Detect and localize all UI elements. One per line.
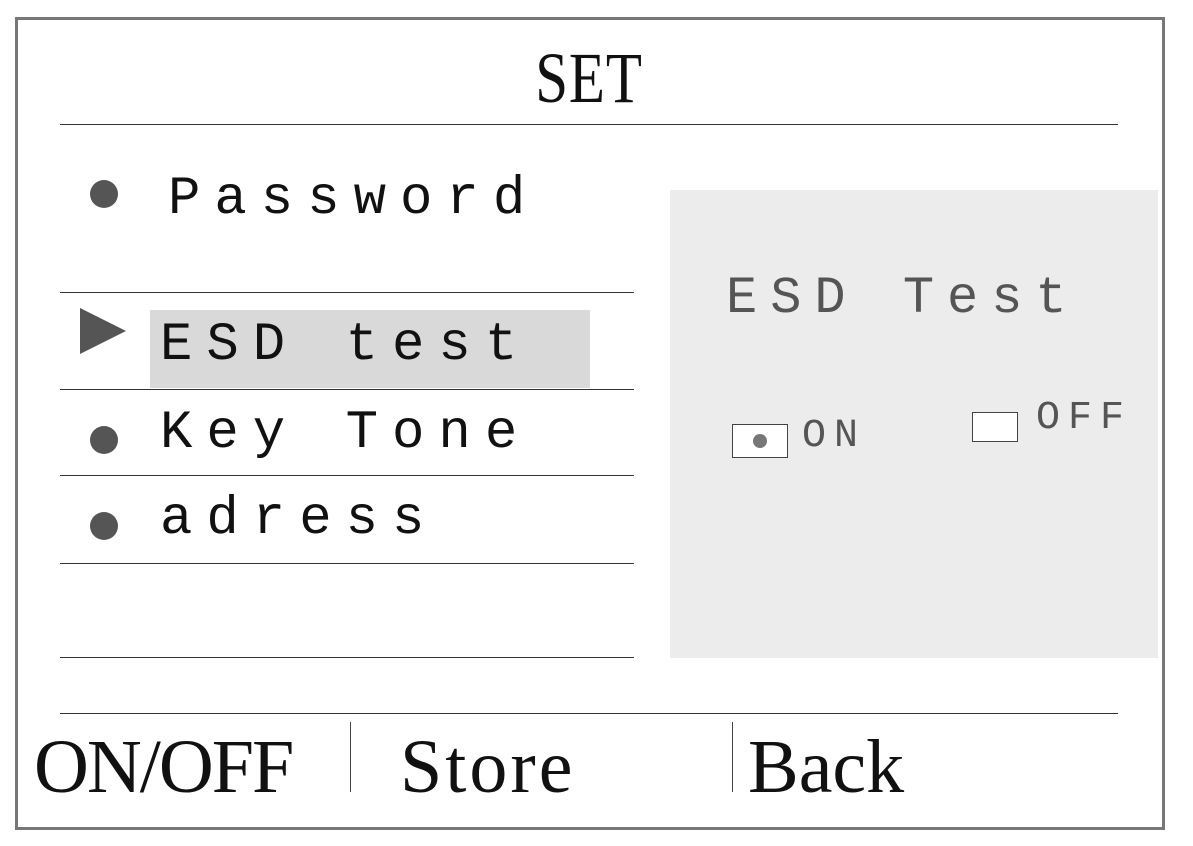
selection-arrow-icon [80,308,126,354]
page-title: SET [535,38,643,118]
menu-divider [60,389,634,390]
bullet-dot-icon [90,426,118,454]
bullet-dot-icon [90,512,118,540]
menu-item-label: adress [160,489,439,550]
screen-frame [15,17,1165,830]
softkey-separator [350,722,351,792]
menu-divider [60,563,634,564]
menu-item-label: Password [168,169,540,230]
panel-title: ESD Test [726,269,1080,328]
selection-highlight [150,310,590,388]
back-softkey[interactable]: Back [748,725,905,809]
off-radio-button[interactable] [972,412,1018,442]
menu-item-adress[interactable]: adress [60,490,634,550]
bullet-dot-icon [90,180,118,208]
softkey-separator [732,722,733,792]
menu-item-esd-test[interactable]: ESD test [60,308,634,390]
off-radio-label: OFF [1036,396,1133,441]
menu-item-label: ESD test [160,315,532,376]
on-off-softkey[interactable]: ON/OFF [34,725,294,809]
radio-dot-icon [753,434,767,448]
menu-divider [60,475,634,476]
menu-divider [60,292,634,293]
menu-item-label: Key Tone [160,403,532,464]
esd-test-panel: ESD Test ON OFF [670,190,1158,658]
menu-item-key-tone[interactable]: Key Tone [60,404,634,464]
on-radio-label: ON [802,414,867,459]
menu-item-password[interactable]: Password [60,170,634,230]
on-radio-button[interactable] [732,424,788,458]
title-divider [60,124,1118,125]
menu-divider [60,657,634,658]
softkey-divider [60,713,1118,714]
store-softkey[interactable]: Store [400,725,576,809]
